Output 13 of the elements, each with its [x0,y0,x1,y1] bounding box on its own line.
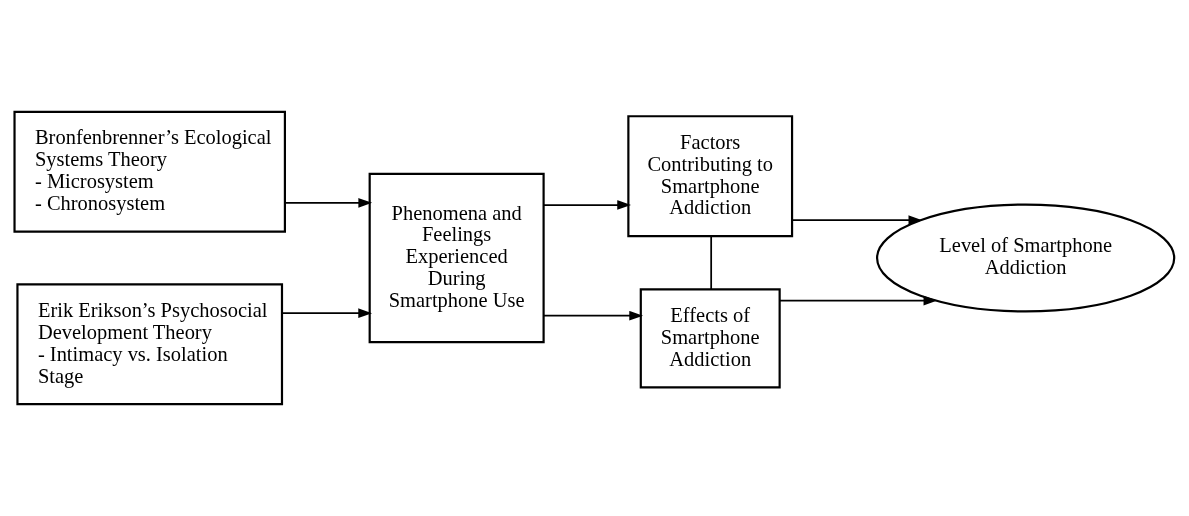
arrow [281,308,373,318]
arrow [778,295,938,306]
arrow [543,310,644,321]
node-box: Factors Contributing to Smartphone Addiction [627,115,794,238]
node-box: Phenomena and Feelings Experienced During Smartphone Use [368,172,545,344]
connector [710,235,713,291]
node-box: Bronfenbrenner’s Ecological Systems Theory - Microsystem - Chronosystem [13,110,286,233]
node-box: Erik Erikson’s Psychosocial Development Theory - Intimacy vs. Isolation Stage [16,283,284,406]
arrow [284,198,373,208]
node-box: Effects of Smartphone Addiction [639,288,781,389]
arrow [543,200,631,210]
arrow [791,215,923,225]
node-ellipse: Level of Smartphone Addiction [876,203,1176,313]
